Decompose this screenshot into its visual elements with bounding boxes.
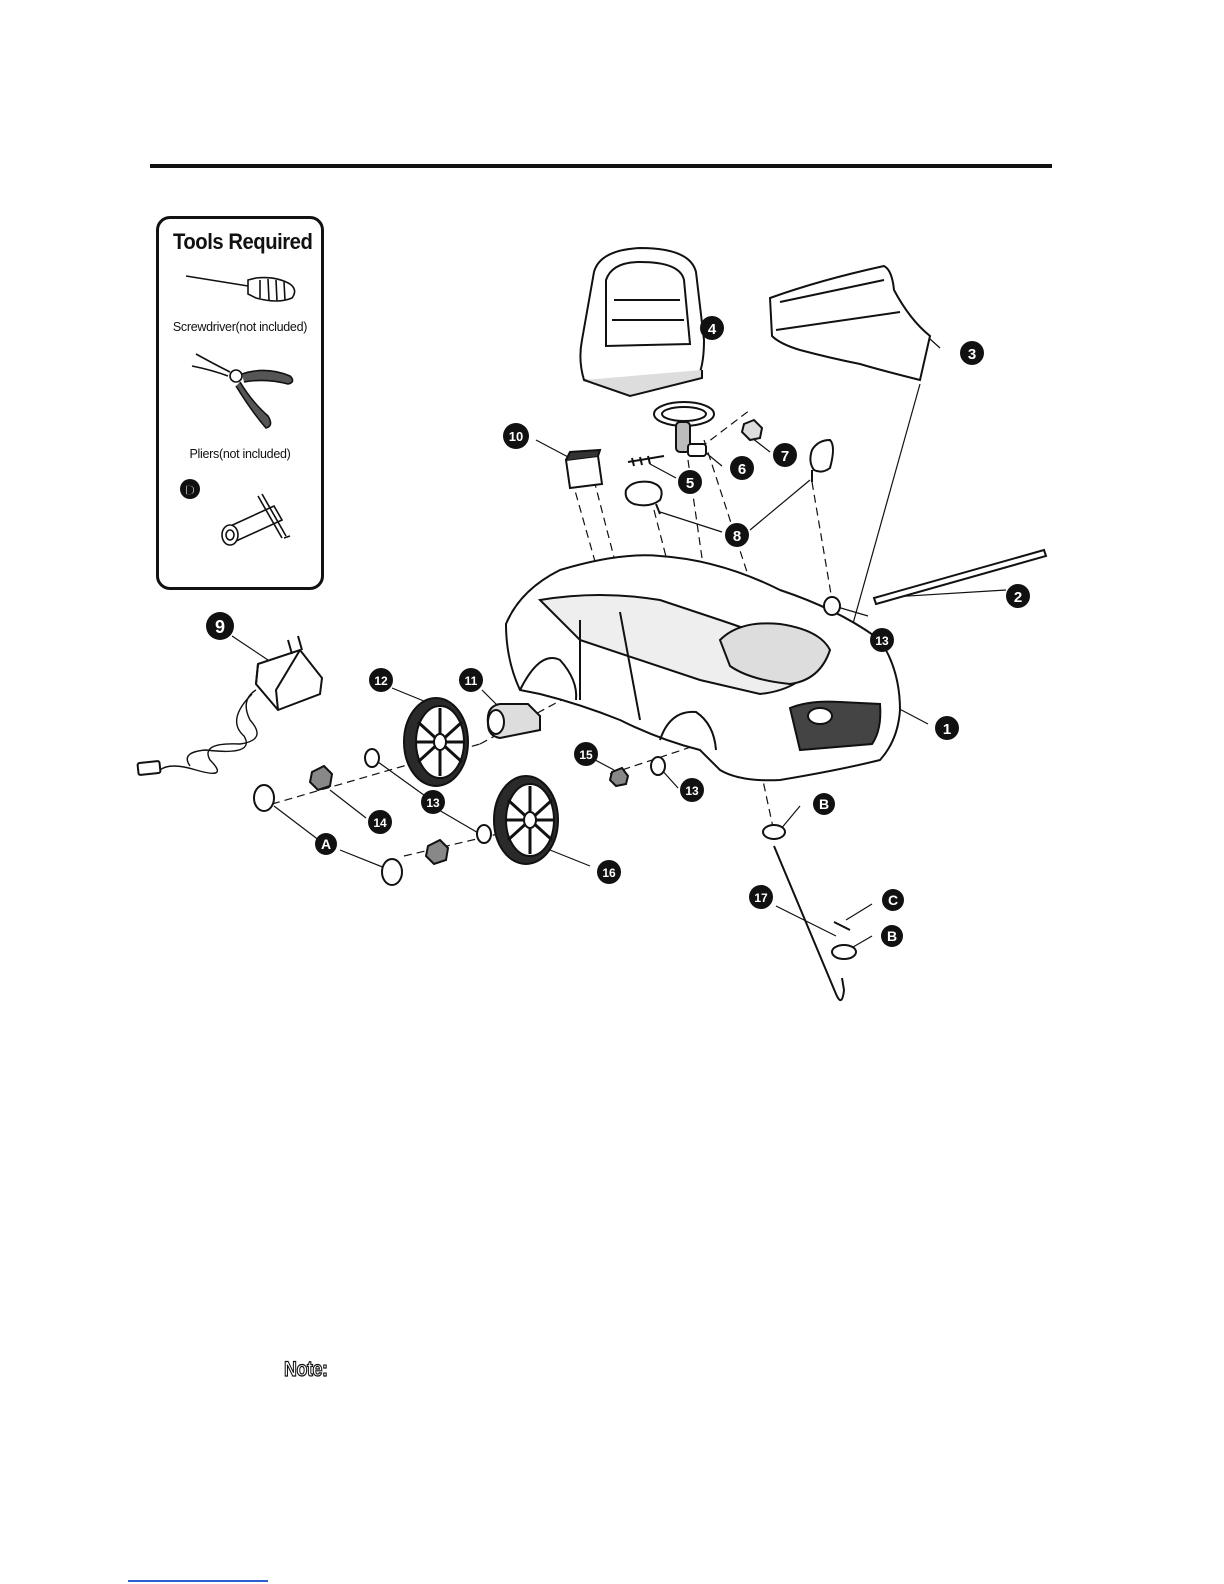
svg-text:14: 14 (373, 816, 387, 830)
svg-text:6: 6 (738, 461, 746, 478)
callout-13-upper: 13 (870, 628, 894, 652)
nut-part (742, 420, 762, 440)
callout-10: 10 (503, 423, 529, 449)
svg-text:5: 5 (686, 475, 694, 492)
svg-text:B: B (887, 928, 897, 944)
svg-text:C: C (888, 892, 898, 908)
svg-text:7: 7 (781, 448, 789, 465)
callout-a: A (315, 833, 337, 855)
callout-15: 15 (574, 742, 598, 766)
dashboard-piece-part (566, 450, 602, 488)
callout-9: 9 (206, 612, 234, 640)
callout-2: 2 (1006, 584, 1030, 608)
push-bar-part (774, 846, 850, 1000)
callout-c: C (882, 889, 904, 911)
svg-text:4: 4 (708, 321, 717, 338)
svg-text:17: 17 (754, 891, 768, 905)
svg-text:16: 16 (602, 866, 616, 880)
callout-6: 6 (730, 456, 754, 480)
callout-12: 12 (369, 668, 393, 692)
callout-17: 17 (749, 885, 773, 909)
svg-text:9: 9 (215, 617, 225, 637)
callout-5: 5 (678, 470, 702, 494)
svg-text:8: 8 (733, 528, 741, 545)
svg-text:13: 13 (426, 796, 440, 810)
gearbox-part (488, 704, 540, 738)
callout-11: 11 (459, 668, 483, 692)
svg-text:13: 13 (875, 634, 889, 648)
mirror-right-part (810, 440, 833, 482)
callout-16: 16 (597, 860, 621, 884)
callout-13-middle: 13 (421, 790, 445, 814)
callout-13-right: 13 (680, 778, 704, 802)
svg-text:1: 1 (943, 721, 951, 738)
windshield-part (770, 266, 930, 380)
callout-8: 8 (725, 523, 749, 547)
callout-3: 3 (960, 341, 984, 365)
svg-text:B: B (819, 796, 829, 812)
callout-14: 14 (368, 810, 392, 834)
svg-text:12: 12 (374, 674, 388, 688)
callout-4: 4 (700, 316, 724, 340)
note-label: Note: (284, 1358, 327, 1382)
callout-b-lower: B (881, 925, 903, 947)
mirror-left-part (626, 482, 662, 514)
footer-underline (128, 1580, 268, 1582)
callout-7: 7 (773, 443, 797, 467)
front-wheel-part (494, 776, 558, 864)
hex-nuts-part (310, 766, 628, 864)
svg-text:13: 13 (685, 784, 699, 798)
svg-text:15: 15 (579, 748, 593, 762)
callout-b-upper: B (813, 793, 835, 815)
svg-text:3: 3 (968, 346, 976, 363)
charger-part (137, 636, 322, 775)
steering-wheel-part (654, 402, 714, 456)
car-body-part (506, 555, 900, 780)
screw-part (628, 456, 664, 466)
svg-text:10: 10 (509, 429, 523, 444)
svg-text:2: 2 (1014, 589, 1022, 606)
svg-text:11: 11 (465, 674, 478, 688)
seat-part (580, 248, 704, 396)
callout-1: 1 (935, 716, 959, 740)
rear-wheel-part (404, 698, 468, 786)
svg-text:A: A (321, 836, 331, 852)
